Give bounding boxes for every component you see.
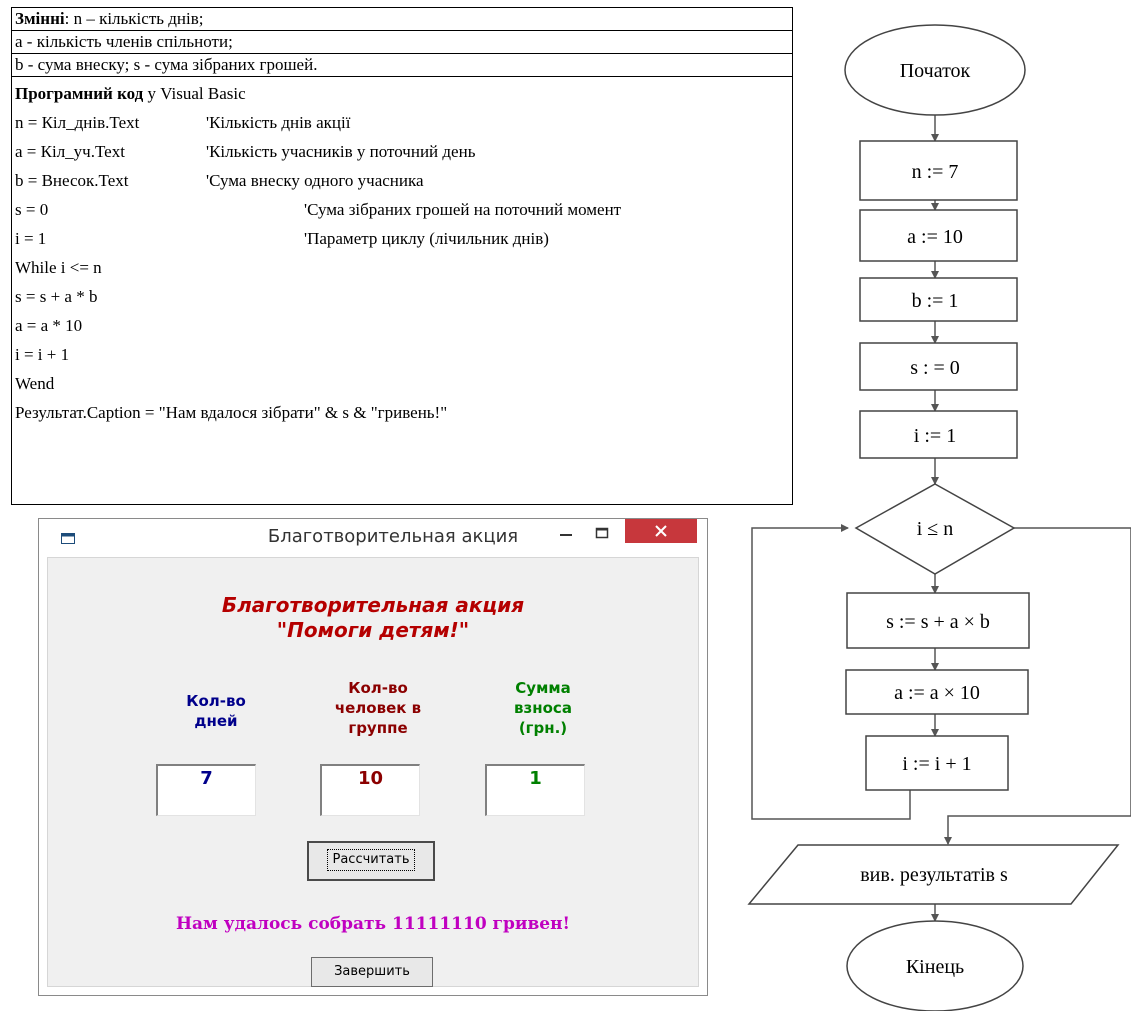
n-assign-block <box>859 140 1018 201</box>
code-statement: Результат.Caption = "Нам вдалося зібрати… <box>15 403 448 422</box>
b-assign-block <box>859 277 1018 322</box>
window-title: Благотворительная акция <box>267 526 519 547</box>
code-comment: 'Кількість учасників у поточний день <box>206 142 476 161</box>
code-line: Результат.Caption = "Нам вдалося зібрати… <box>15 398 792 427</box>
code-header: Програмний код у Visual Basic <box>15 79 792 108</box>
app-window: Благотворительная акция Благотворительна… <box>38 518 708 996</box>
code-statement: While i <= n <box>15 258 102 277</box>
code-statement: s = 0 <box>15 200 49 219</box>
output-block <box>747 844 1120 905</box>
code-statement: s = s + a * b <box>15 287 98 306</box>
result-label: Нам удалось собрать 11111110 гривен! <box>175 914 571 934</box>
variable-a-row: a - кількість членів спільноти; <box>12 31 792 54</box>
days-label-line: дней <box>194 712 238 730</box>
condition-text: i ≤ n <box>917 518 954 540</box>
calculate-button[interactable]: Рассчитать <box>307 841 435 881</box>
variable-b-s-row: b - сума внеску; s - сума зібраних гроше… <box>12 54 792 77</box>
maximize-icon[interactable] <box>587 523 617 549</box>
code-line: n = Кіл_днів.Text 'Кількість днів акції <box>15 108 792 137</box>
code-line: a = a * 10 <box>15 311 792 340</box>
end-text: Кінець <box>906 956 964 978</box>
s-update-block <box>846 592 1030 649</box>
code-line: s = s + a * b <box>15 282 792 311</box>
close-button[interactable] <box>625 519 697 543</box>
exit-button[interactable]: Завершить <box>311 957 433 987</box>
code-statement: i = 1 <box>15 229 47 248</box>
code-table: Змінні: n – кількість днів; a - кількіст… <box>11 7 793 505</box>
days-input[interactable]: 7 <box>156 764 256 816</box>
sum-input[interactable]: 1 <box>485 764 585 816</box>
calculate-button-label: Рассчитать <box>327 849 415 871</box>
code-statement: i = i + 1 <box>15 345 70 364</box>
variables-n: : n – кількість днів; <box>64 9 204 28</box>
end-terminator <box>846 920 1024 1011</box>
form-client-area: Благотворительная акция "Помоги детям!" … <box>47 557 699 987</box>
code-line: i = 1 'Параметр циклу (лічильник днів) <box>15 224 792 253</box>
code-line: b = Внесок.Text 'Сума внеску одного учасн… <box>15 166 792 195</box>
code-comment: 'Сума внеску одного учасника <box>206 171 424 190</box>
title-bar[interactable]: Благотворительная акция <box>39 519 707 557</box>
days-label-line: Кол-во <box>186 692 246 710</box>
code-line: i = i + 1 <box>15 340 792 369</box>
window-app-icon <box>61 533 75 544</box>
variables-row: Змінні: n – кількість днів; <box>12 8 792 31</box>
output-text: вив. результатів s <box>860 864 1008 886</box>
i-assign-block <box>859 410 1018 459</box>
minimize-icon[interactable] <box>551 523 581 549</box>
code-line: Wend <box>15 369 792 398</box>
days-label: Кол-во дней <box>156 691 276 731</box>
i-update-block <box>865 735 1009 791</box>
code-statement: a = a * 10 <box>15 316 83 335</box>
people-input[interactable]: 10 <box>320 764 420 816</box>
form-heading: Благотворительная акция "Помоги детям!" <box>48 593 698 643</box>
code-line: a = Кіл_уч.Text 'Кількість учасників у по… <box>15 137 792 166</box>
people-label-line: группе <box>348 719 408 737</box>
code-comment: 'Сума зібраних грошей на поточний момент <box>304 200 622 219</box>
sum-label: Сумма взноса (грн.) <box>483 678 603 738</box>
people-label-line: Кол-во <box>348 679 408 697</box>
code-label: Програмний код <box>15 84 144 103</box>
close-icon <box>655 525 667 537</box>
heading-line-2: "Помоги детям!" <box>276 618 470 642</box>
people-label: Кол-во человек в группе <box>313 678 443 738</box>
code-line: While i <= n <box>15 253 792 282</box>
people-label-line: человек в <box>334 699 422 717</box>
n-assign-text: n := 7 <box>912 161 959 183</box>
s-update-text: s := s + a × b <box>886 611 990 633</box>
code-line: s = 0 'Сума зібраних грошей на поточний м… <box>15 195 792 224</box>
heading-line-1: Благотворительная акция <box>221 593 525 617</box>
start-terminator <box>844 24 1026 116</box>
i-update-text: i := i + 1 <box>902 753 971 775</box>
code-comment: 'Параметр циклу (лічильник днів) <box>304 229 549 248</box>
a-update-text: a := a × 10 <box>894 682 980 704</box>
sum-label-line: (грн.) <box>518 719 568 737</box>
code-statement: a = Кіл_уч.Text <box>15 142 125 161</box>
b-assign-text: b := 1 <box>912 290 959 312</box>
code-statement: b = Внесок.Text <box>15 171 129 190</box>
condition-decision <box>854 483 1016 575</box>
code-label-rest: у Visual Basic <box>143 84 246 103</box>
start-text: Початок <box>900 60 971 82</box>
code-statement: Wend <box>15 374 55 393</box>
sum-label-line: взноса <box>514 699 572 717</box>
code-block: Програмний код у Visual Basic n = Кіл_дн… <box>12 77 792 427</box>
code-comment: 'Кількість днів акції <box>206 113 351 132</box>
a-assign-block <box>859 209 1018 262</box>
a-update-block <box>845 669 1029 715</box>
sum-label-line: Сумма <box>515 679 571 697</box>
code-statement: n = Кіл_днів.Text <box>15 113 140 132</box>
i-assign-text: i := 1 <box>914 425 956 447</box>
s-assign-text: s : = 0 <box>910 357 960 379</box>
s-assign-block <box>859 342 1018 391</box>
variables-label: Змінні <box>15 9 65 28</box>
code-lines: n = Кіл_днів.Text 'Кількість днів акції a … <box>15 108 792 427</box>
a-assign-text: a := 10 <box>907 226 963 248</box>
